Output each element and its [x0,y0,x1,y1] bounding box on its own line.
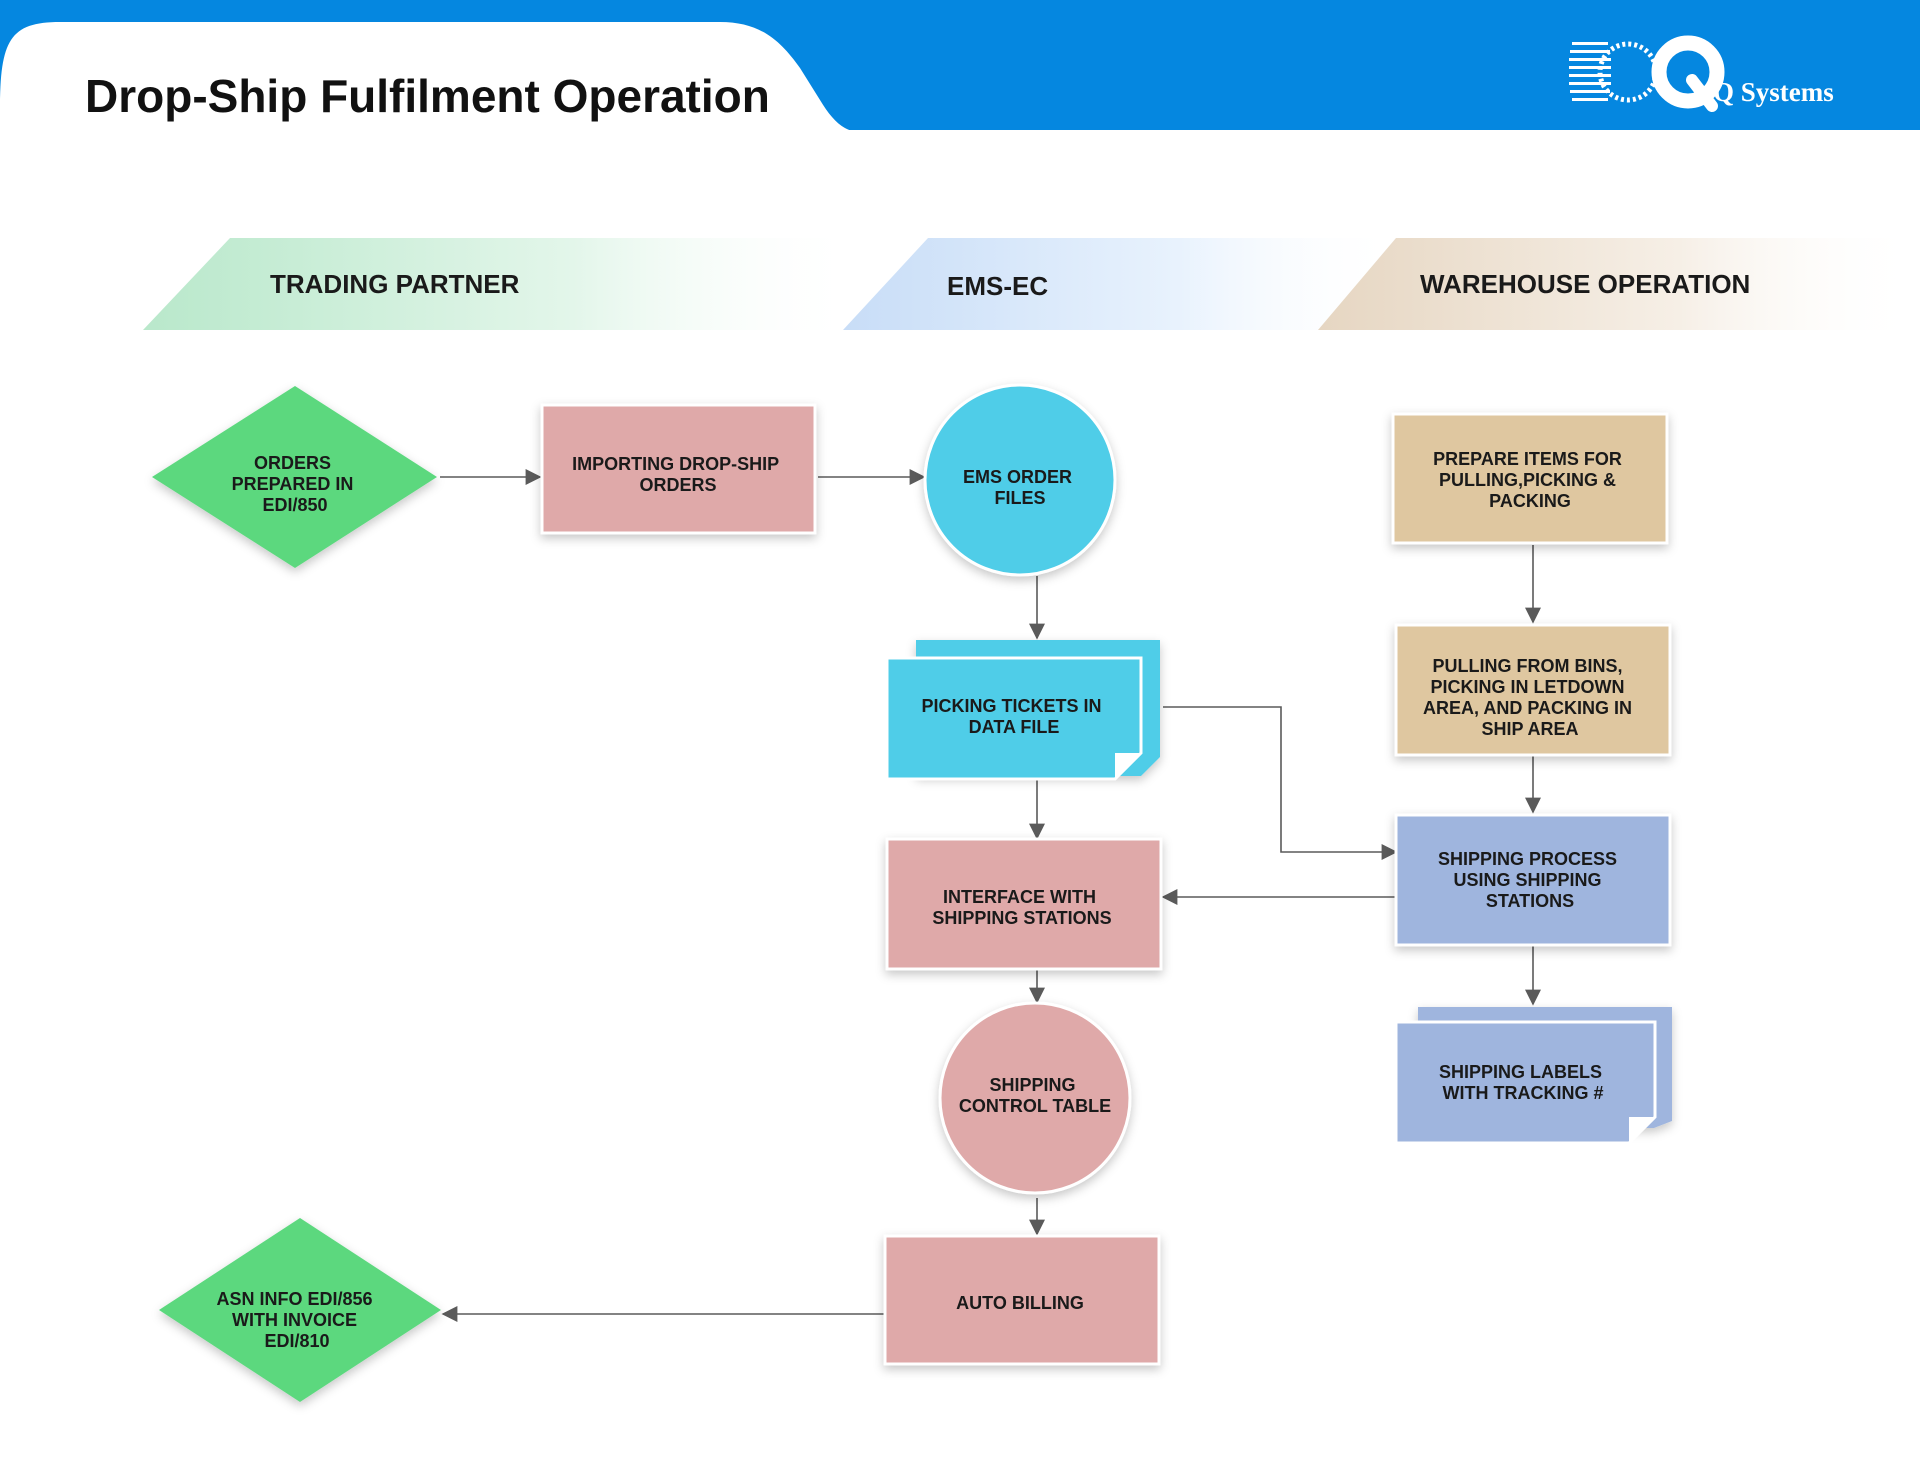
node-label: INTERFACE WITH SHIPPING STATIONS [932,887,1111,928]
q-systems-logo-icon [1569,35,1725,112]
node-pulling-bins-line-1: PULLING FROM BINS, [1432,656,1622,676]
node-shipping-labels-line-2: WITH TRACKING # [1443,1083,1604,1103]
node-label: PREPARE ITEMS FOR PULLING,PICKING & PACK… [1433,449,1627,511]
node-shipping-control-line-1: SHIPPING [989,1075,1075,1095]
node-interface-shipping: INTERFACE WITH SHIPPING STATIONS [885,837,1163,971]
node-shipping-process-line-3: STATIONS [1486,891,1574,911]
lane-header-trading-partner: TRADING PARTNER [143,238,860,330]
lane-label-ems-ec: EMS-EC [947,271,1048,301]
node-pulling-bins: PULLING FROM BINS, PICKING IN LETDOWN AR… [1394,623,1672,757]
node-label: SHIPPING PROCESS USING SHIPPING STATIONS [1438,849,1622,911]
node-asn-info-line-2: WITH INVOICE [232,1310,357,1330]
node-shipping-control: SHIPPING CONTROL TABLE [938,1001,1132,1195]
node-orders-prepared-line-3: EDI/850 [262,495,327,515]
node-picking-tickets: PICKING TICKETS IN DATA FILE [885,640,1160,781]
node-label: PICKING TICKETS IN DATA FILE [921,696,1106,737]
lane-header-ems-ec: EMS-EC [843,238,1400,330]
node-ems-order-files: EMS ORDER FILES [923,383,1117,577]
node-orders-prepared: ORDERS PREPARED IN EDI/850 [152,386,437,568]
edge-picking-to-shipping-process [1163,706,1398,860]
connectors [440,469,1541,1322]
node-pulling-bins-line-4: SHIP AREA [1481,719,1578,739]
node-shipping-process-line-1: SHIPPING PROCESS [1438,849,1617,869]
node-importing-orders-line-2: ORDERS [639,475,716,495]
node-pulling-bins-line-3: AREA, AND PACKING IN [1423,698,1632,718]
node-shipping-process: SHIPPING PROCESS USING SHIPPING STATIONS [1394,813,1672,947]
node-picking-tickets-line-2: DATA FILE [969,717,1060,737]
node-label: ORDERS PREPARED IN EDI/850 [232,453,359,515]
node-shipping-labels-line-1: SHIPPING LABELS [1439,1062,1602,1082]
lane-label-warehouse: WAREHOUSE OPERATION [1420,269,1750,299]
node-label: SHIPPING CONTROL TABLE [959,1075,1111,1116]
node-label: EMS ORDER FILES [963,467,1077,508]
node-auto-billing-line-1: AUTO BILLING [956,1293,1084,1313]
node-prepare-items-line-1: PREPARE ITEMS FOR [1433,449,1622,469]
node-auto-billing: AUTO BILLING [883,1234,1161,1366]
page-title: Drop-Ship Fulfilment Operation [85,70,770,122]
node-importing-orders-line-1: IMPORTING DROP-SHIP [572,454,779,474]
node-ems-order-files-line-2: FILES [994,488,1045,508]
node-label: ASN INFO EDI/856 WITH INVOICE EDI/810 [216,1289,377,1351]
node-interface-shipping-line-1: INTERFACE WITH [943,887,1096,907]
node-ems-order-files-line-1: EMS ORDER [963,467,1072,487]
node-prepare-items-line-2: PULLING,PICKING & [1439,470,1616,490]
node-picking-tickets-line-1: PICKING TICKETS IN [921,696,1101,716]
lane-label-trading-partner: TRADING PARTNER [270,269,520,299]
node-pulling-bins-line-2: PICKING IN LETDOWN [1430,677,1624,697]
node-asn-info: ASN INFO EDI/856 WITH INVOICE EDI/810 [159,1218,441,1402]
node-prepare-items: PREPARE ITEMS FOR PULLING,PICKING & PACK… [1391,412,1669,545]
node-prepare-items-line-3: PACKING [1489,491,1571,511]
node-shipping-process-line-2: USING SHIPPING [1453,870,1601,890]
brand-name: Q Systems [1713,77,1834,107]
node-asn-info-line-1: ASN INFO EDI/856 [216,1289,372,1309]
node-orders-prepared-line-1: ORDERS [254,453,331,473]
lane-header-warehouse: WAREHOUSE OPERATION [1318,238,1920,330]
node-shipping-labels: SHIPPING LABELS WITH TRACKING # [1394,1007,1672,1145]
node-label: IMPORTING DROP-SHIP ORDERS [572,454,784,495]
node-label: SHIPPING LABELS WITH TRACKING # [1439,1062,1607,1103]
node-importing-orders: IMPORTING DROP-SHIP ORDERS [540,403,817,535]
node-label: PULLING FROM BINS, PICKING IN LETDOWN AR… [1423,656,1637,739]
node-shipping-control-line-2: CONTROL TABLE [959,1096,1111,1116]
node-interface-shipping-line-2: SHIPPING STATIONS [932,908,1111,928]
node-asn-info-line-3: EDI/810 [264,1331,329,1351]
node-orders-prepared-line-2: PREPARED IN [232,474,354,494]
node-label: AUTO BILLING [956,1293,1084,1313]
